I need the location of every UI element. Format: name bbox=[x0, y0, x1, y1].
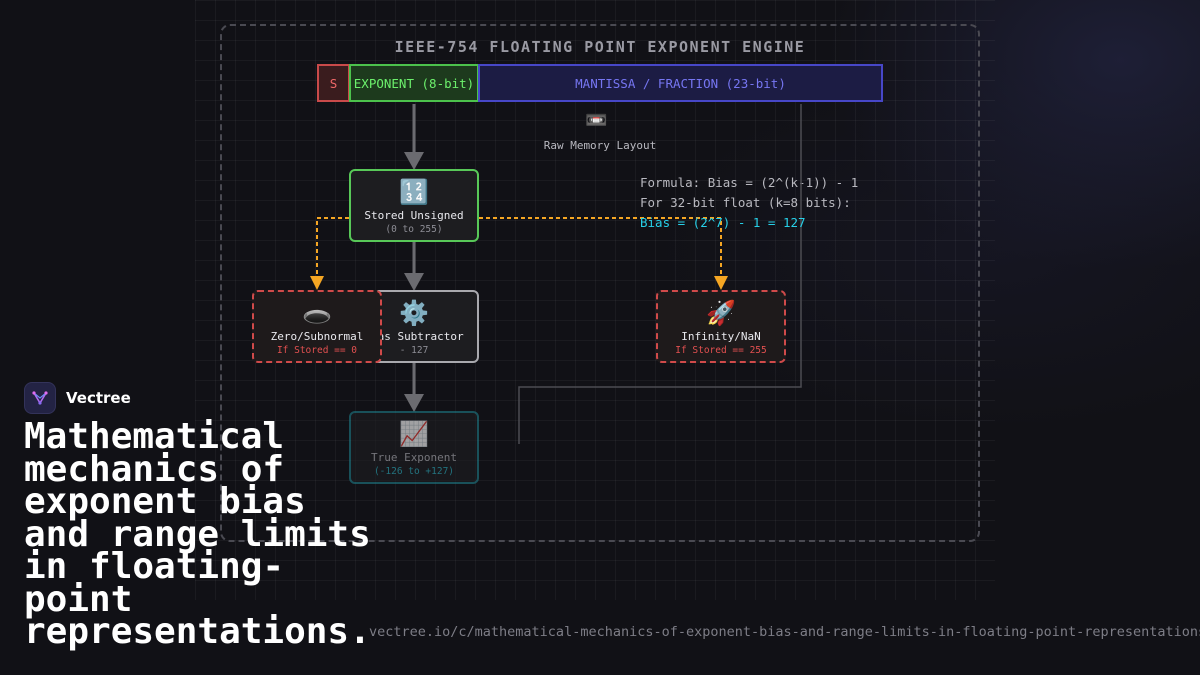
stored-unsigned-node: 🔢 Stored Unsigned (0 to 255) bbox=[349, 169, 479, 242]
special-path-zero bbox=[316, 217, 349, 276]
page-url[interactable]: vectree.io/c/mathematical-mechanics-of-e… bbox=[369, 624, 1200, 640]
zero-subnormal-node: 🕳️ Zero/Subnormal If Stored == 0 bbox=[252, 290, 382, 363]
formula-line-3: Bias = (2^7) - 1 = 127 bbox=[640, 215, 806, 230]
rocket-icon: 🚀 bbox=[706, 299, 736, 327]
mantissa-path-line bbox=[518, 104, 802, 444]
brand[interactable]: Vectree bbox=[24, 382, 131, 414]
vectree-logo-icon bbox=[24, 382, 56, 414]
brand-name: Vectree bbox=[66, 389, 131, 407]
diagram-frame bbox=[220, 24, 980, 542]
stored-unsigned-label: Stored Unsigned bbox=[364, 209, 464, 222]
exponent-bit-field: EXPONENT (8-bit) bbox=[349, 64, 479, 102]
hole-icon: 🕳️ bbox=[302, 299, 332, 327]
videocassette-icon: 📼 bbox=[585, 110, 608, 131]
gear-icon: ⚙️ bbox=[399, 299, 429, 327]
arrowhead-zero bbox=[310, 276, 324, 290]
arrowhead-inf bbox=[714, 276, 728, 290]
infinity-nan-label: Infinity/NaN bbox=[681, 330, 761, 343]
zero-subnormal-label: Zero/Subnormal bbox=[270, 330, 364, 343]
numbers-icon: 🔢 bbox=[399, 178, 429, 206]
formula-line-1: Formula: Bias = (2^(k-1)) - 1 bbox=[640, 175, 859, 190]
mantissa-bit-field: MANTISSA / FRACTION (23-bit) bbox=[478, 64, 883, 102]
bias-subtractor-label: Bias Subtractor bbox=[364, 330, 464, 343]
infinity-nan-node: 🚀 Infinity/NaN If Stored == 255 bbox=[656, 290, 786, 363]
true-exponent-range: (-126 to +127) bbox=[373, 466, 455, 477]
bias-subtractor-value: - 127 bbox=[399, 345, 429, 356]
zero-subnormal-condition: If Stored == 0 bbox=[276, 345, 358, 356]
diagram-title: IEEE-754 FLOATING POINT EXPONENT ENGINE bbox=[394, 38, 806, 56]
raw-memory-label: Raw Memory Layout bbox=[543, 139, 657, 152]
formula-line-2: For 32-bit float (k=8 bits): bbox=[640, 195, 851, 210]
infinity-nan-condition: If Stored == 255 bbox=[675, 345, 767, 356]
special-path-inf bbox=[479, 217, 722, 276]
true-exponent-node: 📈 True Exponent (-126 to +127) bbox=[349, 411, 479, 484]
true-exponent-label: True Exponent bbox=[370, 451, 458, 464]
page-headline: Mathematical mechanics of exponent bias … bbox=[24, 416, 371, 652]
arrowhead-subtractor bbox=[404, 273, 424, 291]
chart-increasing-icon: 📈 bbox=[399, 420, 429, 448]
arrowhead-stored bbox=[404, 152, 424, 170]
stored-unsigned-range: (0 to 255) bbox=[385, 224, 443, 235]
arrowhead-true bbox=[404, 394, 424, 412]
